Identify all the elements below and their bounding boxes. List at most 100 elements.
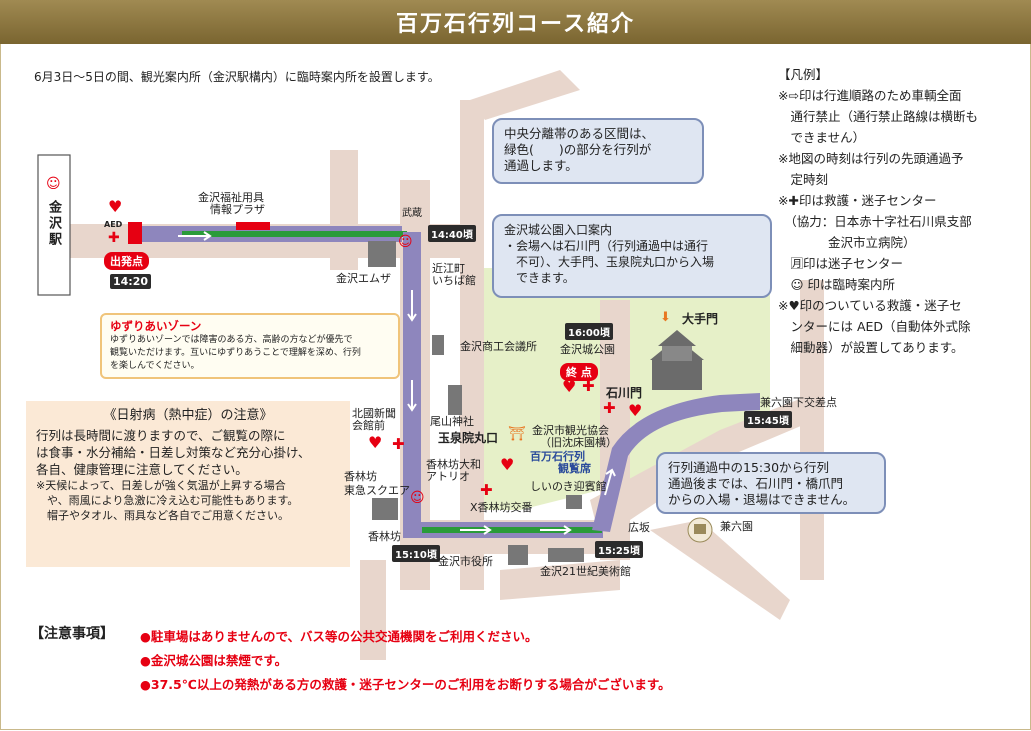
kanko-label: 金沢市観光協会 [532,424,609,437]
koban-label: X香林坊交番 [470,501,533,514]
tokyu-label-2: 東急スクエア [344,484,410,497]
first-aid-icon: ✚ [480,481,493,499]
emuza-label: 金沢エムザ [336,272,391,285]
hokkoku-label: 北國新聞 [352,407,396,420]
legend-line: 細動器）が設置してあります。 [778,340,964,355]
heat-line: 各自、健康管理に注意してください。 [36,462,248,477]
down-arrow-icon: ⬇ [660,310,671,325]
time-badge: 15:25頃 [595,541,643,558]
info-center-icon: ☺ [398,234,413,250]
median-segment [182,231,407,237]
welfare-label: 金沢福祉用具 [198,191,264,204]
intro-text: 6月3日〜5日の間、観光案内所（金沢駅構内）に臨時案内所を設置します。 [34,70,440,84]
museum-label: 金沢21世紀美術館 [540,565,631,578]
time-badge: 14:20 [110,274,152,289]
legend-line: ※✚印は救護・迷子センター [778,193,937,208]
legend-line: ンターには AED（自動体外式除 [778,319,971,334]
legend-line: ※地図の時刻は行列の先頭通過予 [778,151,964,166]
route-arrows [178,231,616,535]
omicho-label-2: いちば館 [432,274,476,287]
chamber-label: 金沢商工会議所 [460,340,537,353]
time-badge: 15:10頃 [392,545,440,562]
first-aid-icon: ✚ [392,435,405,453]
legend-line: （協力：日本赤十字社石川県支部 [778,214,972,229]
viewing-seats-label-2: 観覧席 [558,462,591,475]
callout-line: 中央分離帯のある区間は、 [504,126,655,141]
legend-line: ☺ 印は臨時案内所 [778,277,896,292]
callout-line: ・会場へは石川門（行列通過中は通行 [504,239,709,253]
callout-line: できます。 [504,271,575,285]
heat-note-line: 帽子やタオル、雨具など各自でご用意ください。 [36,509,289,522]
legend-line: 定時刻 [778,172,829,187]
callout-line: 不可）、大手門、玉泉院丸口から入場 [504,255,715,269]
tokyu-label: 香林坊 [344,470,377,483]
hokkoku-label-2: 会館前 [352,419,385,432]
callout-line: 緑色( )の部分を行列が [504,142,652,157]
heat-line: 行列は長時間に渡りますので、ご観覧の際に [36,428,286,443]
median-segment [422,527,602,533]
yuzuri-line: 観覧いただけます。互いにゆずりあうことで理解を深め、行列 [110,348,361,358]
legend-line: ※♥印のついている救護・迷子セ [778,298,962,313]
callout-line: 通過します。 [504,158,578,173]
end-label: 終 点 [560,363,598,381]
first-aid-icon: ✚ [108,230,120,246]
city-hall-label: 金沢市役所 [438,555,493,568]
viewing-seats-label: 百万石行列 [530,450,585,463]
legend-line: 通行禁止（通行禁止路線は横断も [778,109,979,124]
castle-entry-callout: 金沢城公園入口案内 ・会場へは石川門（行列通過中は通行 不可）、大手門、玉泉院丸… [492,214,772,298]
aed-heart-icon: ♥ [628,401,643,420]
heat-heading: 《日射病（熱中症）の注意》 [103,408,273,423]
first-aid-icon: ✚ [603,399,616,417]
info-center-icon: ☺ [410,490,425,506]
median-callout: 中央分離帯のある区間は、 緑色( )の部分を行列が 通過します。 [492,118,704,184]
time-badge: 15:45頃 [744,411,792,428]
notes-item: ●駐車場はありませんので、バス等の公共交通機関をご利用ください。 [140,629,538,644]
legend-heading: 【凡例】 [778,67,829,82]
callout-line: 金沢城公園入口案内 [504,223,613,237]
castle-icon [650,330,704,390]
hirosaka-label: 広坂 [628,521,650,534]
heat-line: は食事・水分補給・日差し対策など充分心掛け、 [36,445,311,460]
yuzuri-line: を楽しんでください。 [110,361,200,371]
castle-park-label: 金沢城公園 [560,343,615,356]
route-segment [592,393,760,532]
aed-heart-icon: ♥ [562,377,577,396]
yuzuri-line: ゆずりあいゾーンでは障害のある方、高齢の方などが優先で [110,335,353,345]
start-label: 出発点 [104,252,149,270]
shiinoki-label: しいのき迎賓館 [530,480,607,493]
station-label: 金沢駅 [46,200,61,248]
callout-line: からの入場・退場はできません。 [668,492,856,507]
info-center-icon: ☺ [46,176,61,192]
aed-heart-icon: ♥ [500,455,515,474]
yamato-label-2: アトリオ [426,470,470,483]
building-icons [368,241,584,565]
legend-line: ※⇨印は行進順路のため車輌全面 [778,88,962,103]
kanko-label-2: （旧沈床園横） [540,436,617,449]
time-badge: 14:40頃 [428,225,476,242]
shrine-gate-icon: ⛩ [508,426,526,442]
notes-item: ●金沢城公園は禁煙です。 [140,653,288,668]
kenrokuen-icon [687,517,713,543]
korinbo-label: 香林坊 [368,530,401,543]
first-aid-icon: ✚ [582,377,595,395]
yuzuri-zone-note: ゆずりあいゾーン ゆずりあいゾーンでは障害のある方、高齢の方などが優先で 観覧い… [100,313,400,379]
legend-line: 金沢市立病院） [778,235,916,250]
notes-heading: 【注意事項】 [30,626,114,642]
start-marker [128,222,142,244]
notes: 【注意事項】 ●駐車場はありませんので、バス等の公共交通機関をご利用ください。 … [30,626,830,696]
welfare-label-2: 情報プラザ [210,203,265,216]
kenrokuen-label: 兼六園 [720,520,753,533]
legend-line: できません） [778,130,866,145]
heat-stroke-note: 《日射病（熱中症）の注意》 行列は長時間に渡りますので、ご観覧の際に は食事・水… [26,401,350,567]
notes-item: ●37.5℃以上の発熱がある方の救護・迷子センターのご利用をお断りする場合がござ… [140,677,671,692]
ishikawamon-label: 石川門 [606,386,643,400]
legend-line: 🈷印は迷子センター [778,256,904,271]
oyama-label: 尾山神社 [430,415,474,428]
yuzuri-zone-marker [236,222,270,230]
heat-note-line: ※天候によって、日差しが強く気温が上昇する場合 [36,479,286,492]
station-box [37,154,71,296]
musashi-label: 武蔵 [402,208,422,219]
heat-note-line: や、雨風により急激に冷え込む可能性もあります。 [36,494,299,507]
